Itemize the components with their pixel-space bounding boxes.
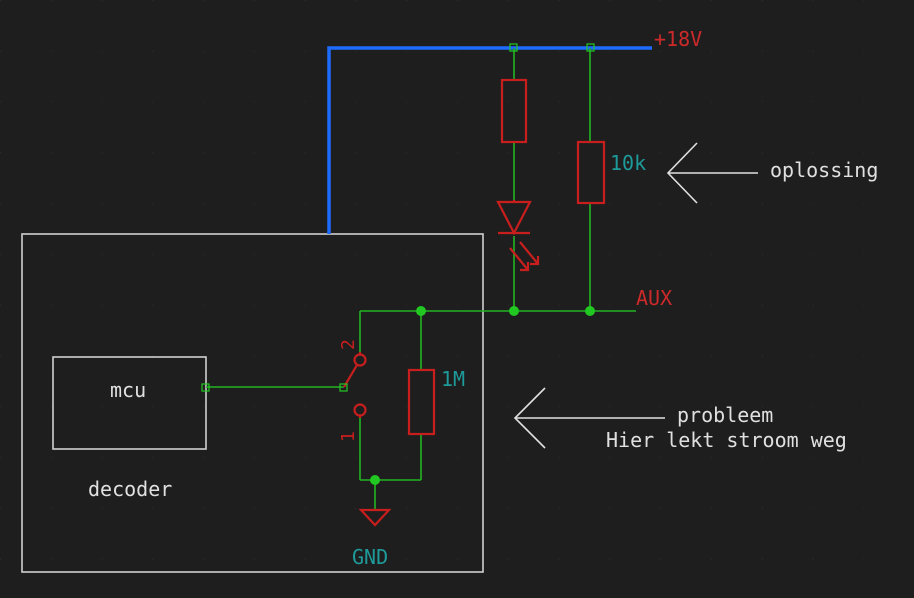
pin-marker-mcu xyxy=(201,383,210,392)
junctions xyxy=(370,306,595,485)
led-icon xyxy=(496,200,540,272)
ground-symbol-icon xyxy=(358,508,392,527)
resistor-led xyxy=(500,78,528,144)
pin-markers xyxy=(201,43,595,392)
decoder-label: decoder xyxy=(88,477,172,501)
switch-pin2-label: 2 xyxy=(338,339,359,350)
spdt-switch-icon xyxy=(343,352,367,418)
pin-marker-10k xyxy=(586,43,595,52)
resistor-1m xyxy=(407,368,436,436)
junction-1m xyxy=(416,306,426,316)
pin-marker-switch xyxy=(339,383,348,392)
junction-10k xyxy=(585,306,595,316)
leak-label: Hier lekt stroom weg xyxy=(606,428,847,452)
supply-label: +18V xyxy=(654,27,702,51)
junction-gnd xyxy=(370,475,380,485)
junction-led xyxy=(509,306,519,316)
components xyxy=(343,78,606,527)
resistor-10k xyxy=(576,140,606,205)
mcu-box xyxy=(52,356,207,450)
r-pullup-label: 10k xyxy=(610,151,646,175)
supply-bus xyxy=(327,46,652,234)
left-arrow-icon xyxy=(513,387,665,449)
gnd-label: GND xyxy=(352,545,388,569)
oplossing-label: oplossing xyxy=(770,158,878,182)
switch-pin1-label: 1 xyxy=(338,431,359,442)
r-internal-label: 1M xyxy=(441,367,465,391)
mcu-label: mcu xyxy=(110,378,146,402)
left-arrow-icon xyxy=(666,142,758,204)
aux-label: AUX xyxy=(636,286,672,310)
arrows xyxy=(513,142,758,449)
probleem-label: probleem xyxy=(677,403,773,427)
decoder-frame xyxy=(21,233,484,573)
pin-marker-led xyxy=(509,43,518,52)
